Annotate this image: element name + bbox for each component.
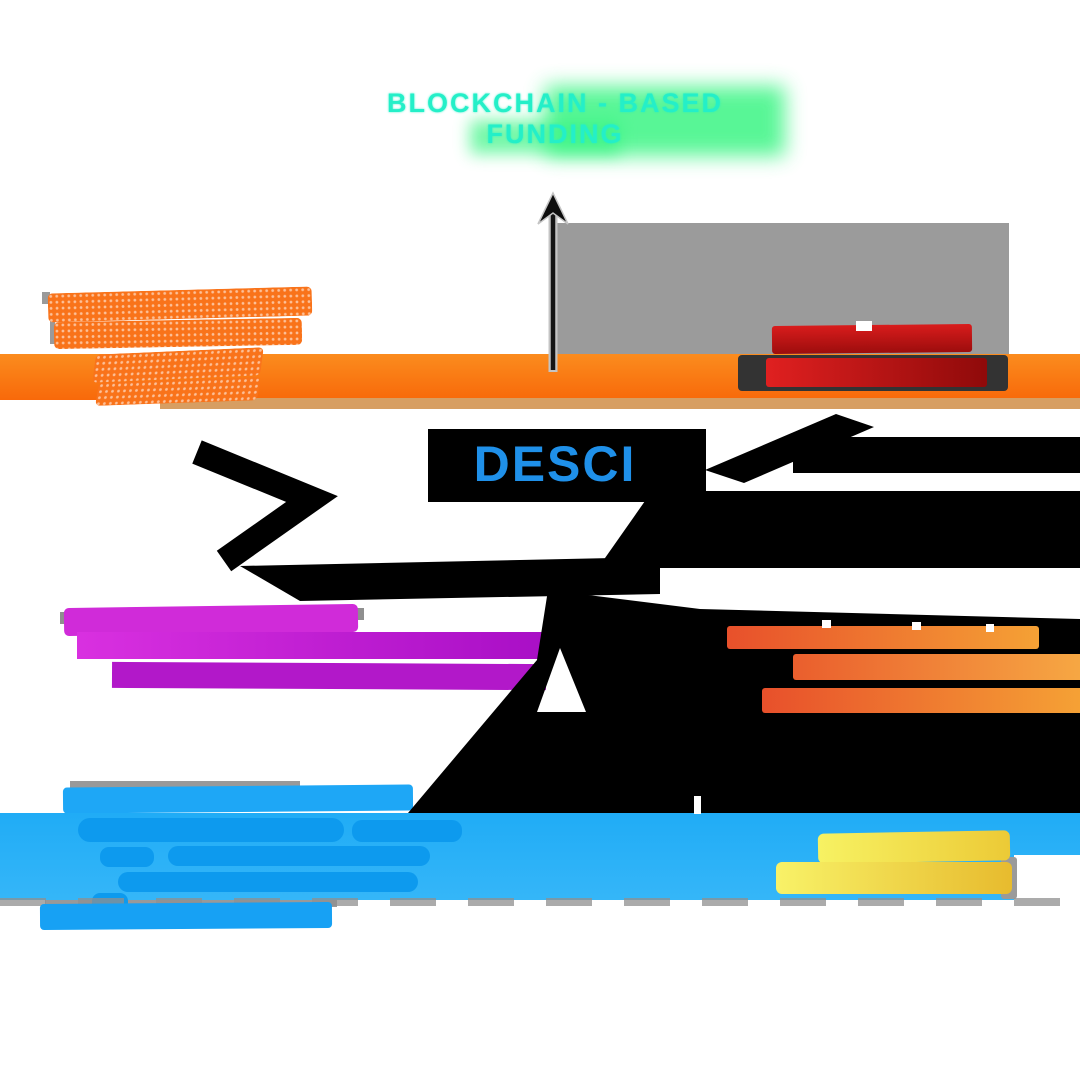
redacted-red-text-line-2 xyxy=(766,358,987,387)
up-arrow-head xyxy=(537,191,569,225)
redacted-flame-text-line-1 xyxy=(727,626,1039,649)
left-chevron-arrow xyxy=(192,440,338,572)
right-black-band xyxy=(793,437,1080,473)
white-notch xyxy=(856,321,872,331)
title-line-1: BLOCKCHAIN - BASED xyxy=(387,88,723,118)
gray-speck xyxy=(42,292,50,304)
redacted-blue-bar-text xyxy=(78,818,344,842)
redacted-flame-text-line-3 xyxy=(762,688,1080,713)
blue-line-gray-edge xyxy=(70,781,300,789)
white-cutout xyxy=(1014,855,1080,903)
black-connector-band xyxy=(240,557,660,601)
redacted-blue-bar-text xyxy=(118,872,418,892)
desci-black-band xyxy=(428,429,706,502)
black-blob xyxy=(598,491,1080,568)
redacted-blue-bar-text xyxy=(168,846,430,866)
redacted-yellow-text-line-2 xyxy=(776,862,1012,894)
white-dot xyxy=(986,624,994,632)
dashed-gray-edge xyxy=(0,898,1080,906)
redacted-magenta-text-line-2 xyxy=(77,632,543,659)
redacted-flame-text-line-2 xyxy=(793,654,1080,680)
redacted-yellow-text-line-1 xyxy=(817,830,1011,864)
redacted-blue-bar-text xyxy=(100,847,154,867)
right-diagonal-streak xyxy=(705,414,874,483)
redacted-blue-text-line-bottom xyxy=(39,901,333,931)
tan-strip xyxy=(160,398,1080,409)
desci-label: DESCI xyxy=(473,436,637,492)
page-title: BLOCKCHAIN - BASED FUNDING xyxy=(275,88,835,150)
small-black-dash xyxy=(512,468,566,481)
gray-speck xyxy=(50,318,55,344)
mountain-white-notch xyxy=(694,796,701,814)
title-green-glow-lower xyxy=(470,120,620,154)
white-dot xyxy=(822,620,831,628)
white-dot xyxy=(912,622,921,630)
title-line-2: FUNDING xyxy=(486,119,624,149)
redacted-blue-bar-text xyxy=(352,820,462,842)
